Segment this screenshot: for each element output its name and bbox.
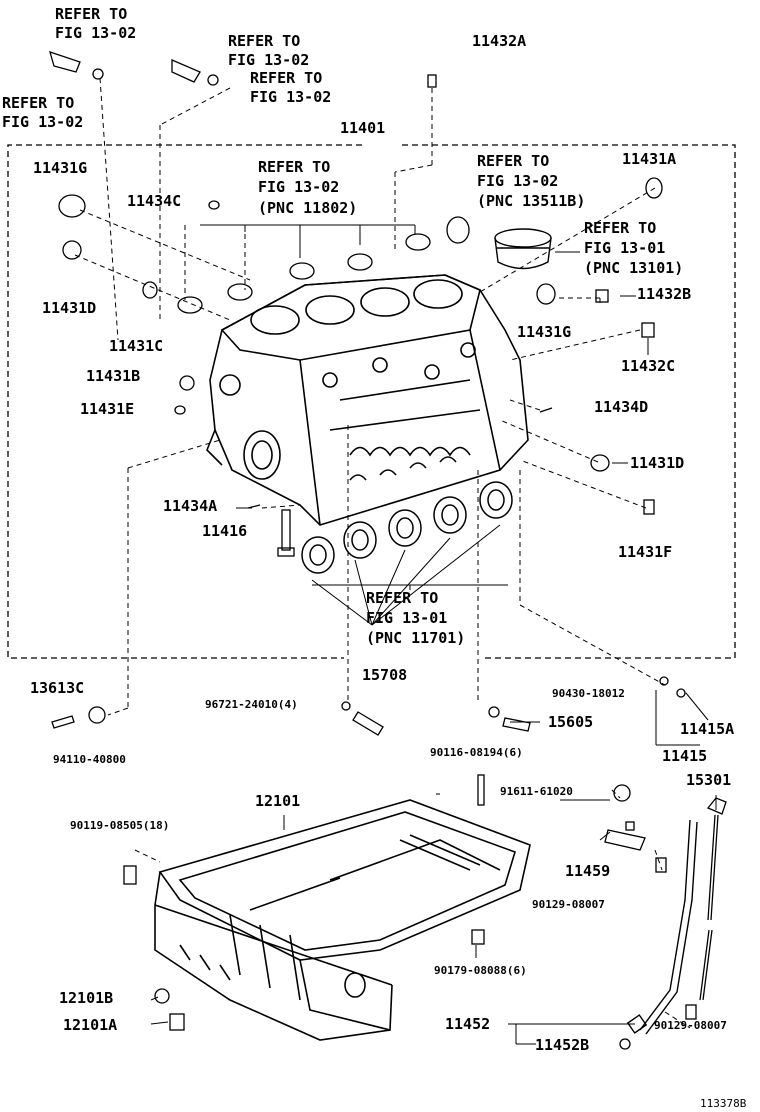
part-91611-61020[interactable]: 91611-61020 (500, 785, 573, 798)
part-11431E[interactable]: 11431E (80, 400, 135, 418)
part-90119-08505[interactable]: 90119-08505(18) (70, 819, 170, 832)
part-11452[interactable]: 11452 (445, 1015, 491, 1033)
part-11431G[interactable]: 11431G (33, 159, 88, 177)
refer-label: REFER TO (366, 589, 439, 607)
part-11415A[interactable]: 11415A (680, 720, 735, 738)
refer-fig-label: FIG 13-02 (55, 24, 137, 42)
refer-label: REFER TO (228, 32, 301, 50)
part-90430-18012[interactable]: 90430-18012 (552, 687, 625, 700)
bearing-shells-upper (177, 233, 431, 314)
part-90116-08194[interactable]: 90116-08194(6) (430, 746, 523, 759)
expansion-plugs (58, 177, 663, 509)
refer-label: REFER TO (584, 219, 657, 237)
part-90129-08007-b[interactable]: 90129-08007 (654, 1019, 727, 1032)
fittings (49, 50, 697, 1050)
refer-pnc-label: (PNC 13101) (584, 259, 684, 277)
oil-strainer (604, 821, 646, 851)
refer-fig-label: FIG 13-02 (477, 172, 559, 190)
refer-label: REFER TO (477, 152, 550, 170)
part-12101[interactable]: 12101 (255, 792, 301, 810)
part-15708[interactable]: 15708 (362, 666, 408, 684)
part-11431F[interactable]: 11431F (618, 543, 673, 561)
dipstick-guide (626, 819, 698, 1035)
part-11432C[interactable]: 11432C (621, 357, 676, 375)
part-96721-24010[interactable]: 96721-24010(4) (205, 698, 298, 711)
part-15301[interactable]: 15301 (686, 771, 732, 789)
part-15605[interactable]: 15605 (548, 713, 594, 731)
part-11415[interactable]: 11415 (662, 747, 708, 765)
refer-fig-label: FIG 13-02 (250, 88, 332, 106)
piston (494, 228, 552, 270)
refer-pnc-label: (PNC 11802) (258, 199, 358, 217)
refer-pnc-label: (PNC 11701) (366, 629, 466, 647)
part-90129-08007[interactable]: 90129-08007 (532, 898, 605, 911)
bearing-shells-lower (301, 481, 513, 574)
refer-pnc-label: (PNC 13511B) (477, 192, 586, 210)
refer-fig-label: FIG 13-02 (228, 51, 310, 69)
refer-fig-label: FIG 13-02 (2, 113, 84, 131)
part-94110-40800[interactable]: 94110-40800 (53, 753, 126, 766)
engine-block (206, 274, 529, 526)
part-11434A[interactable]: 11434A (163, 497, 218, 515)
part-12101B[interactable]: 12101B (59, 989, 114, 1007)
refer-label: REFER TO (250, 69, 323, 87)
part-11431A[interactable]: 11431A (622, 150, 677, 168)
part-11459[interactable]: 11459 (565, 862, 611, 880)
part-11431G-right[interactable]: 11431G (517, 323, 572, 341)
part-11401[interactable]: 11401 (340, 119, 386, 137)
part-11452B[interactable]: 11452B (535, 1036, 590, 1054)
oil-pan (154, 799, 531, 1041)
part-11434C[interactable]: 11434C (127, 192, 182, 210)
part-12101A[interactable]: 12101A (63, 1016, 118, 1034)
refer-label: REFER TO (258, 158, 331, 176)
part-11432B[interactable]: 11432B (637, 285, 692, 303)
part-90179-08088[interactable]: 90179-08088(6) (434, 964, 527, 977)
part-11432A[interactable]: 11432A (472, 32, 527, 50)
part-11431D-right[interactable]: 11431D (630, 454, 685, 472)
figure-id: 113378B (700, 1097, 747, 1110)
refer-label: REFER TO (2, 94, 75, 112)
part-11434D[interactable]: 11434D (594, 398, 649, 416)
refer-fig-label: FIG 13-02 (258, 178, 340, 196)
refer-label: REFER TO (55, 5, 128, 23)
part-11431C[interactable]: 11431C (109, 337, 164, 355)
block-group-frame (7, 144, 362, 659)
part-13613C[interactable]: 13613C (30, 679, 85, 697)
dipstick (699, 797, 727, 1001)
part-11431D[interactable]: 11431D (42, 299, 97, 317)
part-11416[interactable]: 11416 (202, 522, 248, 540)
part-11431B[interactable]: 11431B (86, 367, 141, 385)
refer-fig-label: FIG 13-01 (366, 609, 448, 627)
refer-fig-label: FIG 13-01 (584, 239, 666, 257)
